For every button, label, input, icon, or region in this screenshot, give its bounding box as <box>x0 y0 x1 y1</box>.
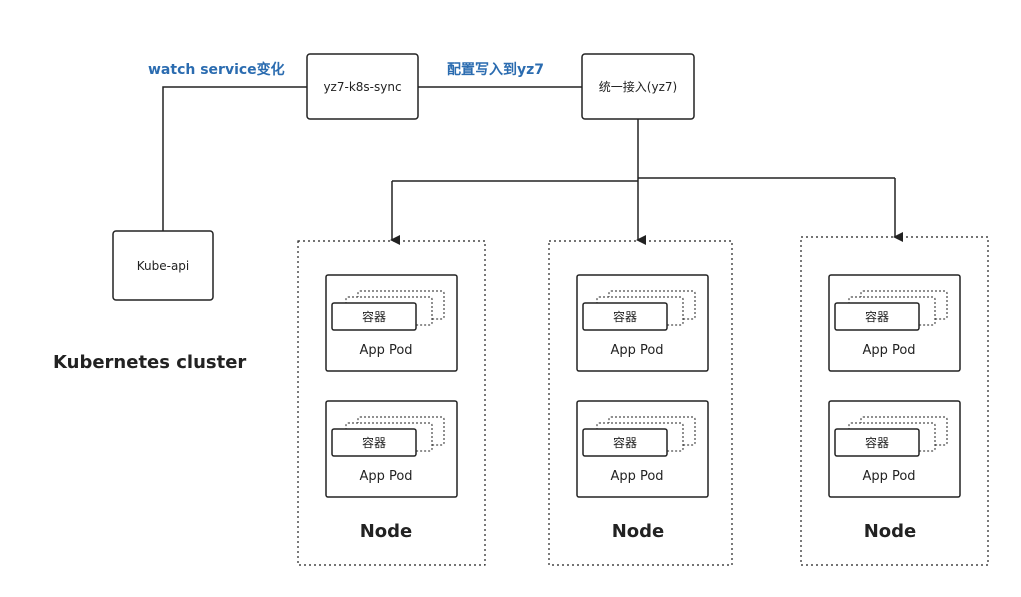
config-edge-label: 配置写入到yz7 <box>447 61 544 78</box>
container-label: 容器 <box>865 435 889 450</box>
app-pod: 容器 App Pod <box>325 400 458 498</box>
container-box <box>582 428 668 457</box>
pod-label: App Pod <box>610 343 663 358</box>
node-title: Node <box>864 521 917 542</box>
node-border <box>548 240 733 566</box>
node-border <box>297 240 486 566</box>
watch-edge <box>162 86 308 232</box>
node-title: Node <box>612 521 665 542</box>
kube-api-box-label: Kube-api <box>137 259 190 273</box>
pod-label: App Pod <box>862 343 915 358</box>
container-box <box>331 428 417 457</box>
container-box <box>331 302 417 331</box>
container-label: 容器 <box>613 309 637 324</box>
node-1: 容器 App Pod 容器 App Pod Node <box>297 240 486 566</box>
node-title: Node <box>360 521 413 542</box>
watch-edge-label: watch service变化 <box>148 61 285 78</box>
pod-label: App Pod <box>862 469 915 484</box>
pod-label: App Pod <box>610 469 663 484</box>
node-border <box>800 236 989 566</box>
pod-label: App Pod <box>359 469 412 484</box>
container-box <box>834 428 920 457</box>
container-label: 容器 <box>362 435 386 450</box>
app-pod: 容器 App Pod <box>828 400 961 498</box>
app-pod: 容器 App Pod <box>576 274 709 372</box>
container-label: 容器 <box>865 309 889 324</box>
container-label: 容器 <box>613 435 637 450</box>
app-pod: 容器 App Pod <box>576 400 709 498</box>
container-box <box>582 302 668 331</box>
app-pod: 容器 App Pod <box>325 274 458 372</box>
gateway-box-label: 统一接入(yz7) <box>599 79 677 94</box>
gateway-box: 统一接入(yz7) <box>581 53 695 120</box>
container-label: 容器 <box>362 309 386 324</box>
app-pod: 容器 App Pod <box>828 274 961 372</box>
container-box <box>834 302 920 331</box>
distribution-edges <box>390 119 903 245</box>
pod-label: App Pod <box>359 343 412 358</box>
kube-api-box: Kube-api <box>112 230 214 301</box>
cluster-title: Kubernetes cluster <box>53 352 246 373</box>
sync-box: yz7-k8s-sync <box>306 53 419 120</box>
sync-box-label: yz7-k8s-sync <box>323 80 401 94</box>
node-2: 容器 App Pod 容器 App Pod Node <box>548 240 733 566</box>
node-3: 容器 App Pod 容器 App Pod Node <box>800 236 989 566</box>
